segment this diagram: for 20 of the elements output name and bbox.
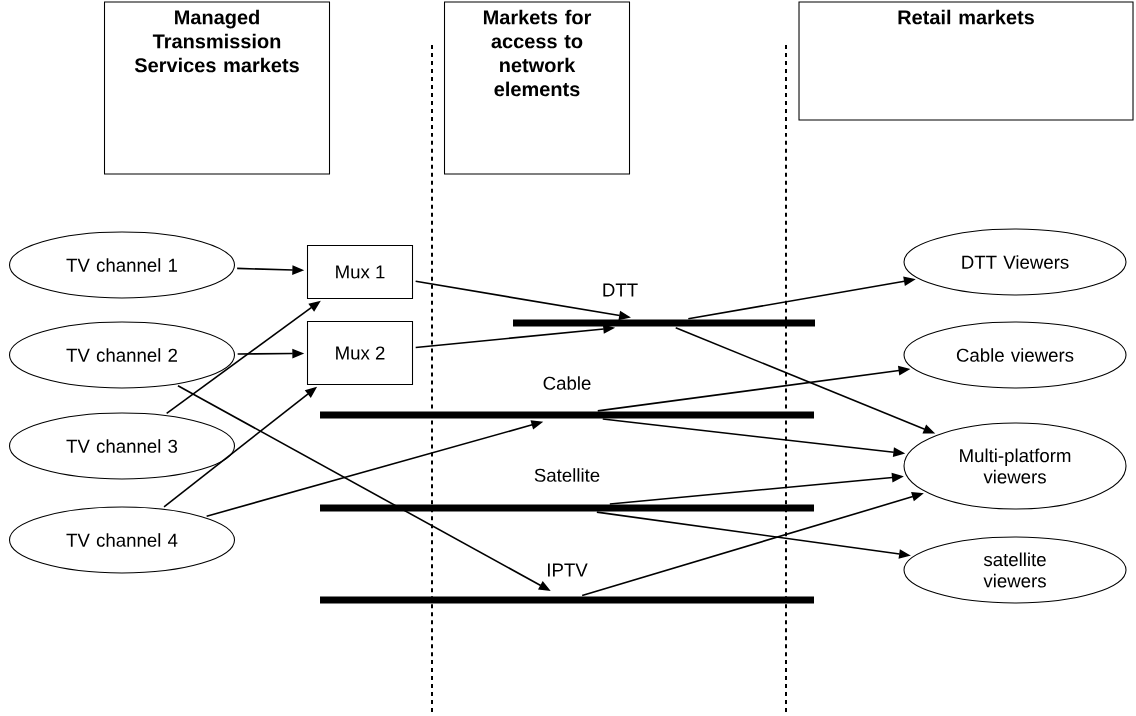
oval: DTT Viewers bbox=[903, 228, 1127, 296]
oval: TV channel 2 bbox=[8, 321, 236, 389]
heading-box: Retail markets bbox=[798, 1, 1134, 121]
platform-bar: IPTV bbox=[320, 563, 814, 604]
oval: TV channel 4 bbox=[8, 506, 236, 574]
oval: Multi-platform viewers bbox=[903, 422, 1127, 510]
node-label: DTT bbox=[603, 283, 638, 297]
oval: TV channel 3 bbox=[8, 412, 236, 480]
heading-box: Markets for access to network elements bbox=[443, 1, 631, 175]
platform-bar: DTT bbox=[513, 283, 815, 327]
heading-box: Managed Transmission Services markets bbox=[103, 1, 331, 175]
node-label: Satellite bbox=[534, 468, 600, 482]
oval: Cable viewers bbox=[903, 321, 1127, 389]
oval: TV channel 1 bbox=[8, 231, 236, 299]
mux-box: Mux 2 bbox=[306, 320, 414, 386]
oval: satellite viewers bbox=[903, 536, 1127, 604]
platform-bar: Satellite bbox=[320, 468, 814, 512]
node-label: Cable bbox=[543, 376, 591, 390]
mux-box: Mux 1 bbox=[306, 244, 414, 300]
node-label: IPTV bbox=[548, 563, 588, 577]
